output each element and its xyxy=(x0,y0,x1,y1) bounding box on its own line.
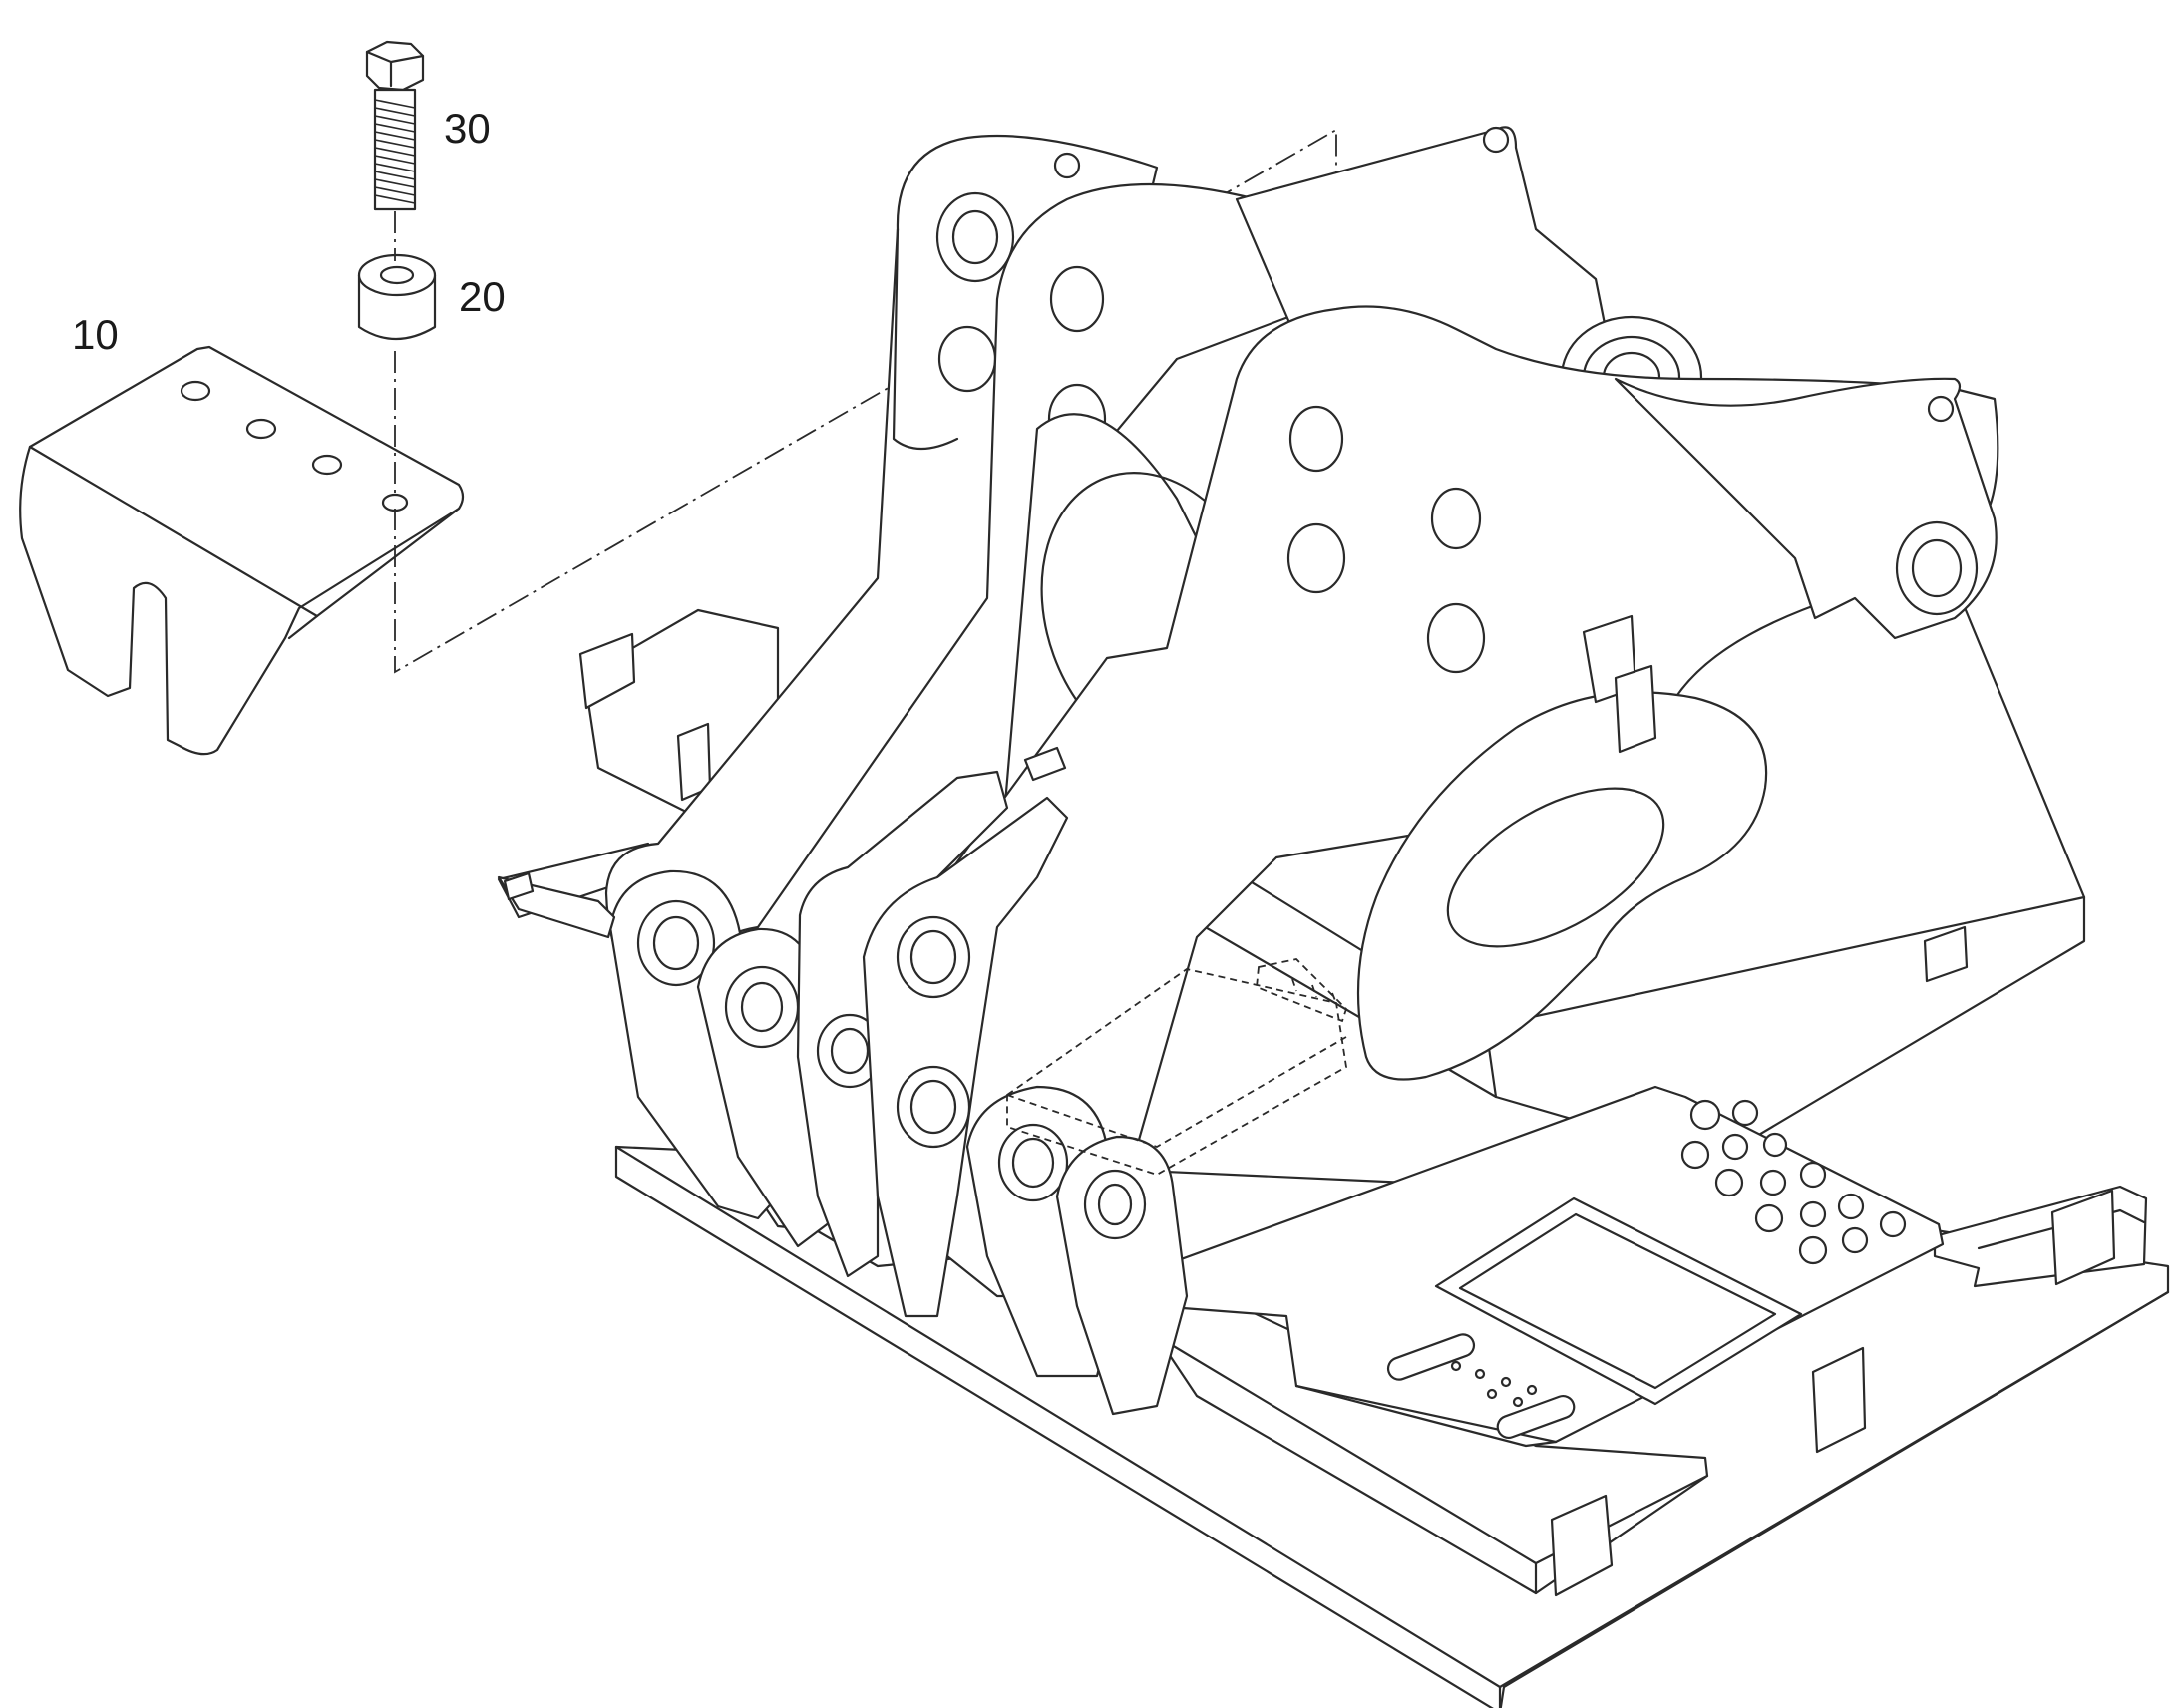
spacer-bushing-part-20 xyxy=(357,253,437,341)
front-plate-3 xyxy=(796,770,1009,1278)
hex-bolt-part-30 xyxy=(365,40,425,211)
forked-bracket-part-10 xyxy=(19,345,465,756)
side-plate-3 xyxy=(826,305,1999,1298)
mounting-pads xyxy=(1550,1189,2116,1597)
large-oval-cutout xyxy=(1356,691,1768,1081)
callout-30: 30 xyxy=(444,105,491,152)
main-frame-assembly xyxy=(497,126,2170,1708)
cover-rect-opening xyxy=(1434,1196,1803,1406)
hidden-mounting-location xyxy=(1006,958,1348,1176)
callout-20: 20 xyxy=(459,273,506,320)
callout-10: 10 xyxy=(72,311,119,358)
cover-hole-pattern xyxy=(1450,1099,1907,1408)
